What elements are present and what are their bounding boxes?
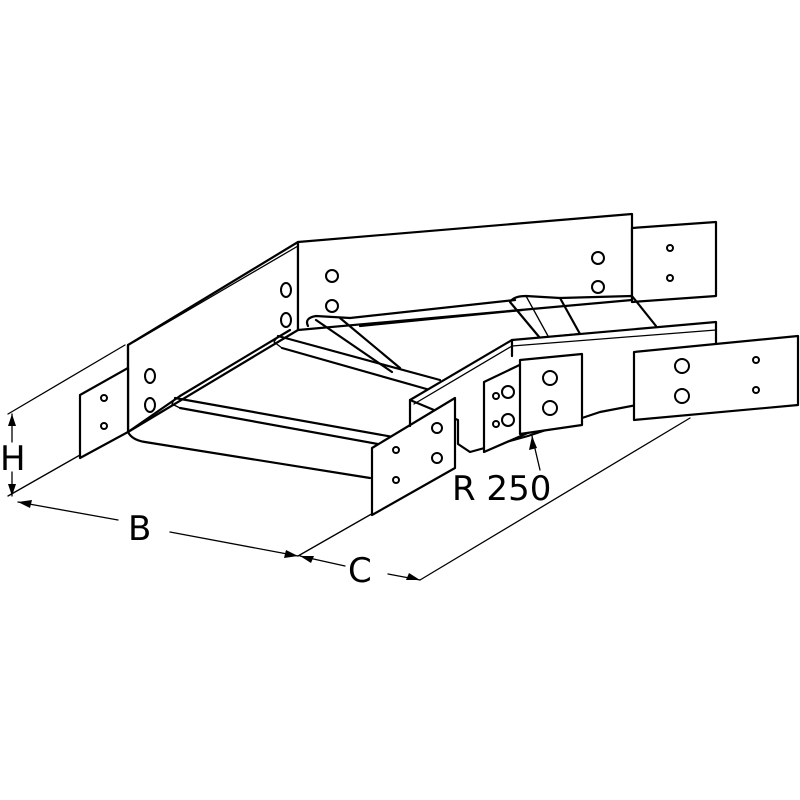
hole [392, 476, 400, 484]
bolt [542, 400, 558, 416]
height-dimension-label: H [0, 439, 26, 479]
hole [325, 299, 339, 313]
hole [666, 274, 674, 282]
hole [280, 282, 292, 298]
outer-side-wall [126, 212, 718, 434]
hole [325, 269, 339, 283]
length-dimension-label: C [348, 551, 372, 591]
front-connector-plate [370, 396, 457, 517]
hole [280, 312, 292, 328]
radius-dimension-label: R 250 [452, 469, 551, 509]
width-dimension-label: B [128, 509, 151, 549]
hole [492, 420, 500, 428]
hole [392, 446, 400, 454]
bolt [674, 358, 690, 374]
left-connector-plate [78, 366, 130, 460]
hole [100, 422, 108, 430]
hole [591, 280, 605, 294]
right-connector-plate [632, 334, 800, 422]
hole [144, 368, 156, 384]
hole [100, 394, 108, 402]
hole [492, 392, 500, 400]
bolt [674, 388, 690, 404]
bolt [431, 422, 443, 434]
hole [144, 397, 156, 413]
curved-connector-plates [482, 352, 584, 454]
hole [666, 244, 674, 252]
bolt [501, 413, 515, 427]
bolt [542, 370, 558, 386]
bolt [501, 385, 515, 399]
hole [752, 356, 760, 364]
hole [591, 251, 605, 265]
tray-floor [126, 294, 658, 480]
bolt [431, 452, 443, 464]
hole [752, 386, 760, 394]
dimension-lines [7, 344, 691, 581]
